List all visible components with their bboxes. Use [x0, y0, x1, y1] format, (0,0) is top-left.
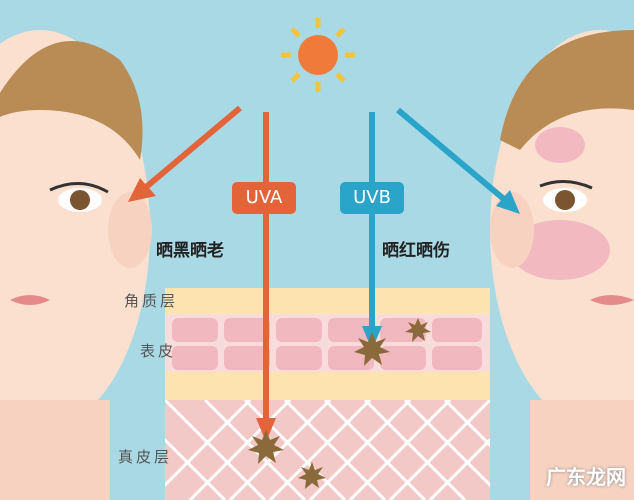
dermis-label: 真皮层 — [118, 448, 173, 466]
stratum-corneum-label: 角质层 — [124, 292, 179, 310]
uva-arrow-to-face — [128, 105, 242, 202]
watermark: 广东龙网 — [546, 465, 626, 489]
uvb-badge: UVB — [340, 182, 404, 214]
damage-burst-icons — [248, 318, 431, 489]
left-face — [0, 30, 152, 500]
skin-cross-section — [165, 288, 490, 500]
sun-icon — [281, 18, 355, 92]
uvb-arrow-to-face — [396, 107, 520, 214]
uvb-effect-label: 晒红晒伤 — [382, 241, 450, 261]
epidermis-label: 表皮 — [140, 342, 177, 360]
uva-effect-label: 晒黑晒老 — [156, 241, 224, 261]
right-face — [490, 30, 634, 500]
uva-badge: UVA — [232, 182, 296, 214]
